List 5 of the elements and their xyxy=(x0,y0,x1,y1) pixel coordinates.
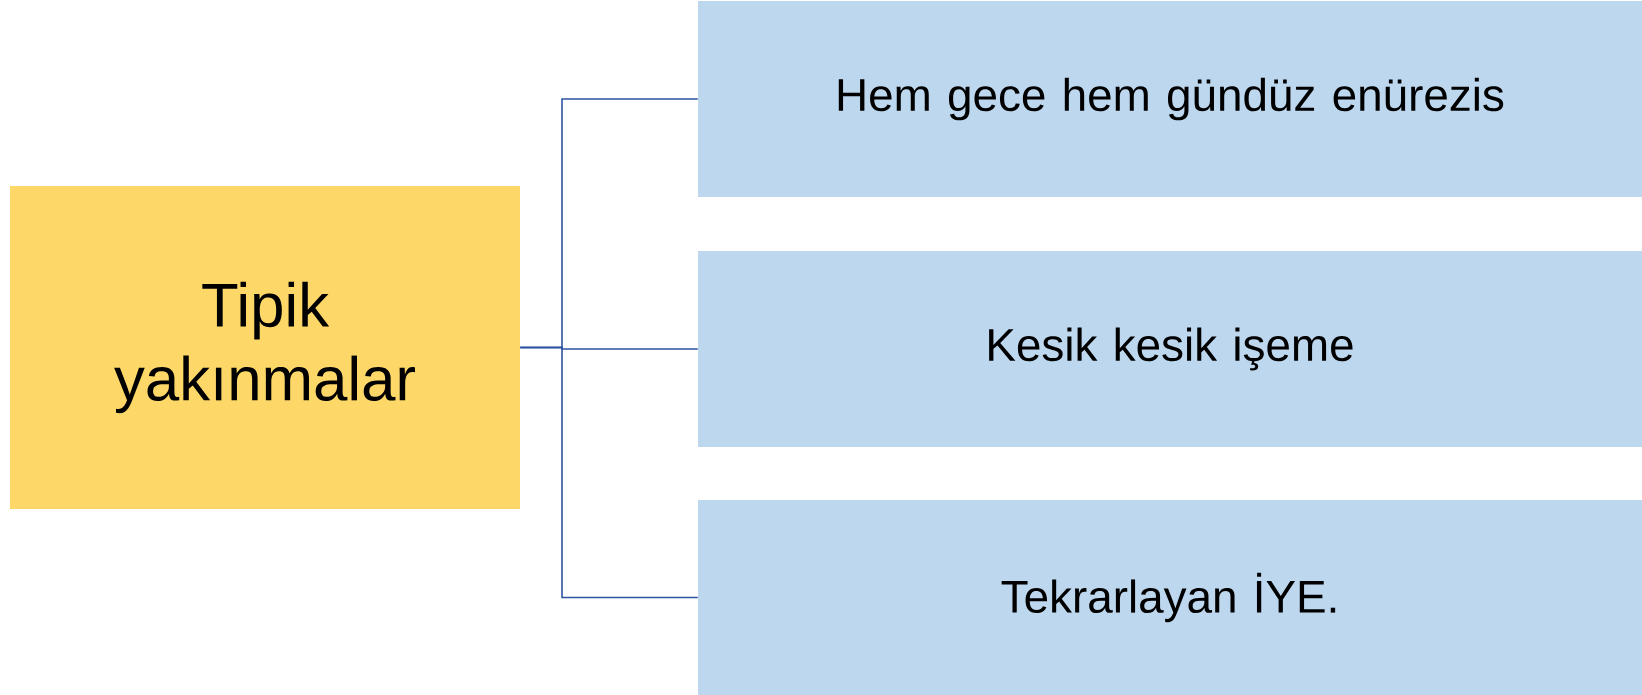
item-box: Tekrarlayan İYE. xyxy=(698,500,1642,695)
item-box: Kesik kesik işeme xyxy=(698,251,1642,447)
item-box: Hem gece hem gündüz enürezis xyxy=(698,1,1642,197)
connector-line xyxy=(519,346,699,599)
topic-box: Tipik yakınmalar xyxy=(10,186,520,509)
